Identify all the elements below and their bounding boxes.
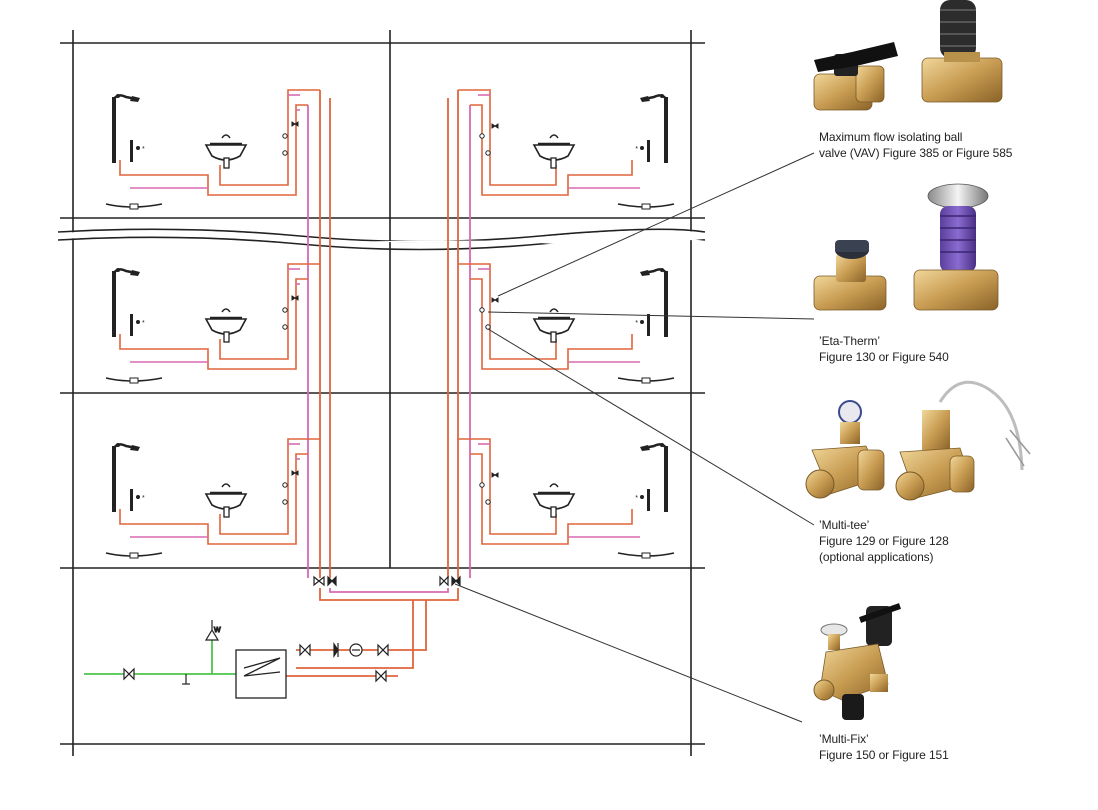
eta-therm-valve-icon [813, 240, 887, 311]
floor-fixtures-right [532, 92, 676, 560]
multi-fix-caption-line1: ’Multi-Fix’ [819, 732, 869, 746]
basement-valves: W [123, 575, 461, 685]
eta-therm-caption-line1: ’Eta-Therm’ [819, 334, 880, 348]
multi-tee-caption: ’Multi-tee’ Figure 129 or Figure 128 (op… [819, 517, 949, 565]
building-structure [57, 30, 706, 756]
multi-tee-caption-line3: (optional applications) [819, 550, 934, 564]
leader-lines [454, 152, 815, 723]
floor-branches-left [119, 89, 321, 545]
multi-fix-caption: ’Multi-Fix’ Figure 150 or Figure 151 [819, 731, 949, 763]
multi-tee-sensor-valve-icon [895, 380, 1031, 501]
vav-caption-line2: valve (VAV) Figure 385 or Figure 585 [819, 146, 1013, 160]
eta-therm-caption: ’Eta-Therm’ Figure 130 or Figure 540 [819, 333, 949, 365]
multi-tee-caption-line1: ’Multi-tee’ [819, 518, 870, 532]
floor-fixtures-left [104, 92, 248, 560]
multi-tee-caption-line2: Figure 129 or Figure 128 [819, 534, 949, 548]
floor-branches-right [457, 89, 641, 545]
circulation-pipes [307, 105, 471, 593]
hot-water-pipes [285, 90, 459, 677]
cold-water-pipe [84, 640, 236, 675]
vav-valve-with-hose-icon [921, 0, 1003, 103]
vav-caption: Maximum flow isolating ball valve (VAV) … [819, 129, 1012, 161]
eta-therm-actuator-valve-icon [913, 183, 999, 311]
multi-tee-valve-icon [805, 400, 885, 499]
floor-break [58, 230, 705, 245]
vav-ball-valve-icon [813, 42, 898, 111]
multi-fix-valve-icon [813, 603, 901, 720]
svg-text:W: W [214, 627, 221, 634]
vav-caption-line1: Maximum flow isolating ball [819, 130, 963, 144]
eta-therm-caption-line2: Figure 130 or Figure 540 [819, 350, 949, 364]
riser-valves [282, 121, 499, 505]
multi-fix-caption-line2: Figure 150 or Figure 151 [819, 748, 949, 762]
water-heater [235, 649, 287, 699]
